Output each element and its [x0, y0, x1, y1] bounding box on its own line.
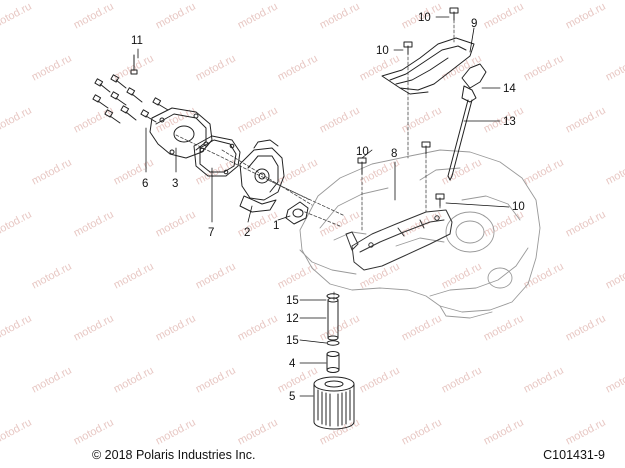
- callout-6: 6: [142, 178, 148, 190]
- callout-13: 13: [503, 116, 516, 128]
- standpipe: [327, 297, 339, 341]
- callout-14: 14: [503, 83, 516, 95]
- pickup-fitting: [285, 201, 309, 225]
- o-ring-lower: [326, 340, 340, 346]
- callout-15: 15: [286, 295, 299, 307]
- callout-10: 10: [512, 201, 525, 213]
- filter-nipple: [326, 351, 340, 373]
- figure-id: C101431-9: [543, 448, 605, 462]
- engine-crankcase: [299, 149, 541, 319]
- callout-10: 10: [356, 146, 369, 158]
- pump-gasket: [193, 135, 241, 177]
- callout-12: 12: [286, 313, 299, 325]
- dipstick: [447, 63, 487, 181]
- pump-cover: [149, 107, 213, 159]
- mounting-bolts: [357, 7, 459, 207]
- callout-5: 5: [289, 391, 295, 403]
- callout-3: 3: [172, 178, 178, 190]
- callout-10: 10: [418, 12, 431, 24]
- callout-labels: 1 2 3 4 5 6 7 8 9 10 10 10 10 11 12 13 1…: [131, 12, 525, 403]
- strainer-plate: [345, 209, 453, 271]
- cover-bolts: [92, 54, 169, 124]
- assembly-guide-lines: [175, 19, 455, 301]
- callout-10: 10: [376, 45, 389, 57]
- callout-4: 4: [289, 358, 296, 370]
- callout-1: 1: [273, 220, 279, 232]
- callout-2: 2: [244, 227, 250, 239]
- leader-lines: [137, 16, 510, 397]
- shield-bracket: [381, 37, 475, 95]
- callout-7: 7: [208, 227, 214, 239]
- callout-8: 8: [391, 148, 397, 160]
- callout-11: 11: [131, 35, 143, 47]
- o-ring-upper: [326, 293, 340, 299]
- oil-pump: [239, 139, 285, 213]
- oil-filter: [313, 376, 355, 430]
- callout-15: 15: [286, 335, 299, 347]
- copyright-notice: © 2018 Polaris Industries Inc.: [92, 448, 256, 462]
- callout-9: 9: [471, 18, 477, 30]
